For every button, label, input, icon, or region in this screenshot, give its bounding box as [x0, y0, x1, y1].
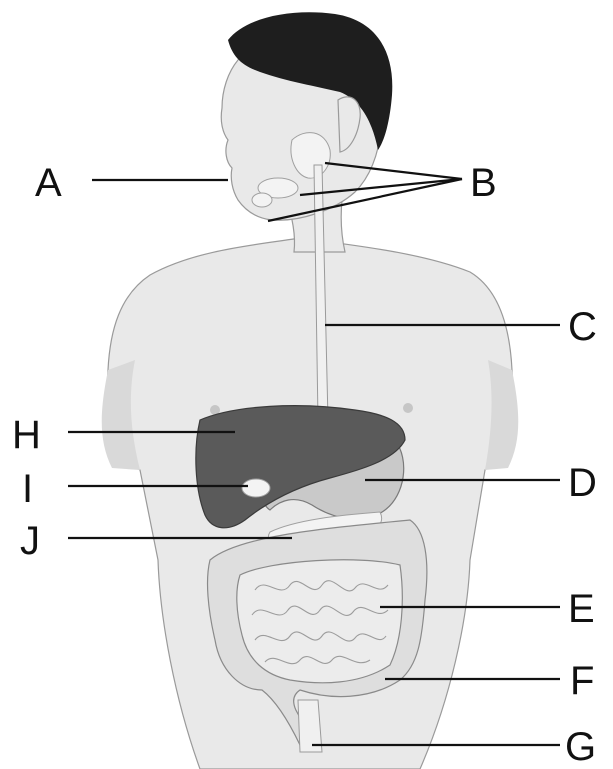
label-d: D	[568, 461, 597, 505]
label-b: B	[470, 161, 497, 205]
label-c: C	[568, 305, 597, 349]
nipple-right	[403, 403, 413, 413]
label-f: F	[570, 659, 594, 703]
small-intestine	[237, 560, 403, 683]
label-e: E	[568, 587, 595, 631]
label-j: J	[20, 519, 40, 563]
label-h: H	[12, 413, 41, 457]
label-i: I	[22, 467, 33, 511]
label-g: G	[565, 725, 596, 769]
label-a: A	[35, 161, 62, 205]
gallbladder	[242, 479, 270, 497]
